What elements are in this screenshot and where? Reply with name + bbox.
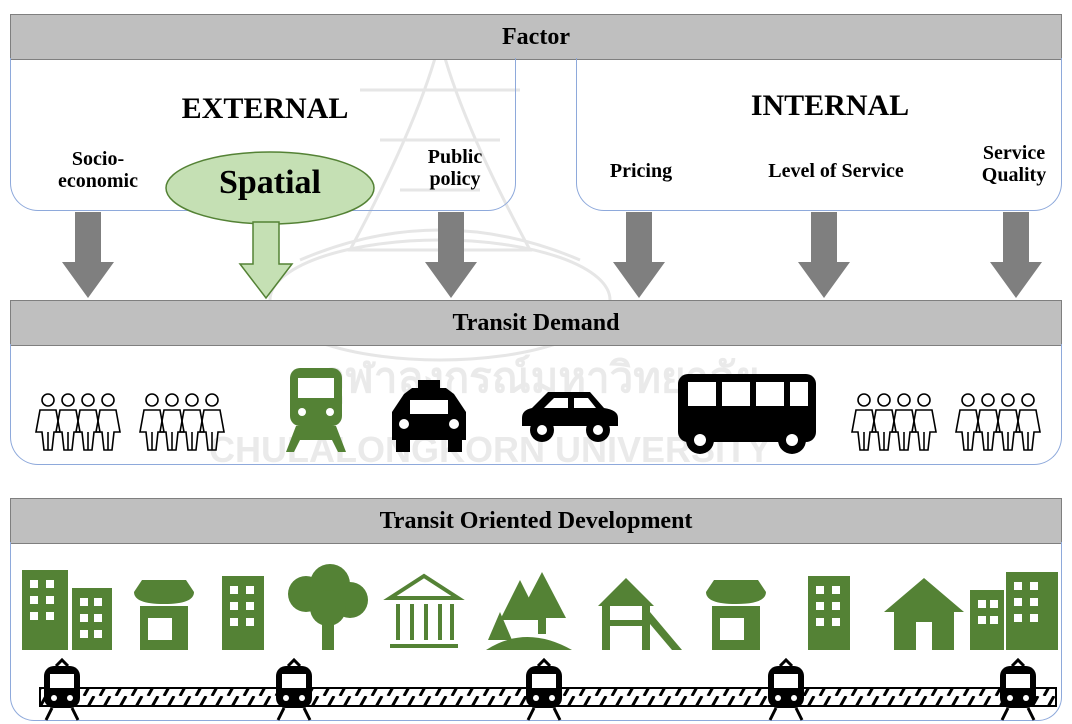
tree-icon [288,564,368,650]
demand-panel [10,344,1062,465]
factor-socioeconomic: Socio- economic [58,148,138,192]
tod-icons [22,564,1058,650]
buildings-icon [970,572,1058,650]
house-icon [884,578,964,650]
office-building-icon [222,576,264,650]
external-title: EXTERNAL [181,92,349,125]
demand-title: Transit Demand [452,309,620,336]
bus-icon [678,374,816,454]
buildings-icon [22,570,112,650]
forest-icon [486,572,572,650]
people-group-icon [956,394,1040,450]
arrow-level-of-service [798,212,850,298]
arrow-service-quality [990,212,1042,298]
people-group-icon [36,394,120,450]
car-icon [522,392,618,442]
factor-level-of-service: Level of Service [768,160,904,182]
office-building-icon [808,576,850,650]
tod-header: Transit Oriented Development [10,498,1062,544]
factor-pricing: Pricing [609,160,673,182]
demand-header: Transit Demand [10,300,1062,346]
arrow-pricing [613,212,665,298]
tod-panel [10,542,1062,721]
playground-icon [598,578,682,650]
rail-line [39,658,1057,722]
factor-header: Factor [10,14,1062,60]
shop-icon [134,580,194,650]
tod-title: Transit Oriented Development [379,507,693,534]
train-icon [286,368,346,452]
internal-panel [576,58,1062,211]
factor-public-policy: Public policy [427,146,483,190]
taxi-icon [392,380,466,452]
train-front-icon [766,658,806,722]
arrow-socioeconomic [62,212,114,298]
arrow-spatial [238,221,294,300]
train-front-icon [998,658,1038,722]
demand-icons [0,368,1072,454]
factor-service-quality: Service Quality [981,142,1047,186]
train-front-icon [524,658,564,722]
factor-title: Factor [502,23,570,50]
factor-arrows [62,212,1042,300]
arrow-public-policy [425,212,477,298]
people-group-icon [140,394,224,450]
factor-spatial: Spatial [218,164,322,201]
train-front-icon [274,658,314,722]
shop-icon [706,580,766,650]
train-front-icon [42,658,82,722]
internal-title: INTERNAL [750,89,910,122]
government-building-icon [383,573,465,648]
people-group-icon [852,394,936,450]
